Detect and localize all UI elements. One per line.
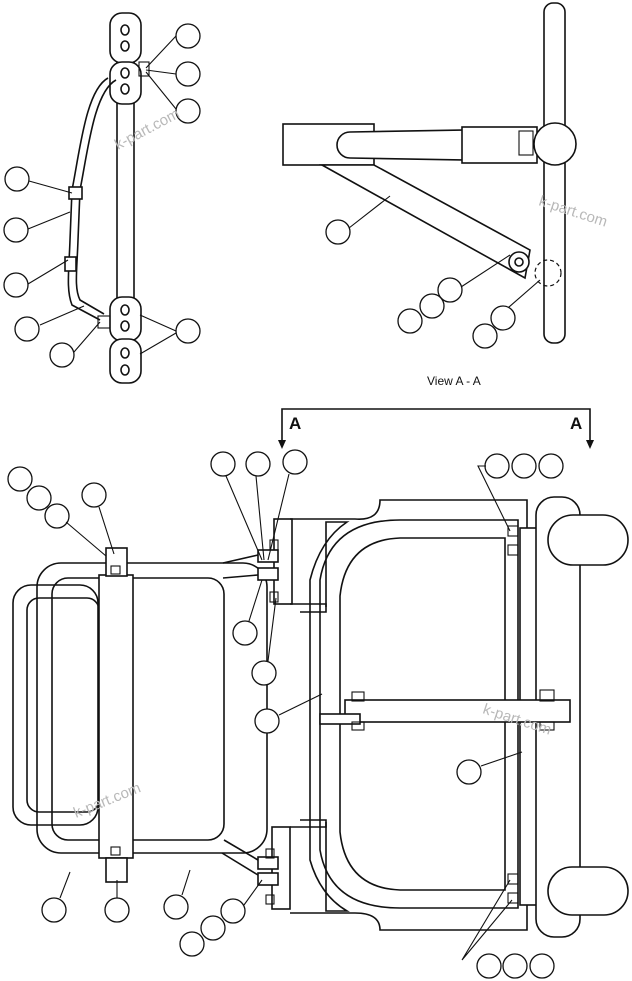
watermark-text: k-part.com	[537, 193, 610, 231]
plan-view	[12, 496, 629, 938]
view-title: View A - A	[427, 374, 481, 388]
section-marker-right: A	[570, 414, 582, 433]
side-view	[64, 12, 150, 384]
watermark-text: k-part.com	[112, 105, 183, 153]
callout-balloons	[3, 23, 564, 979]
section-marker-left: A	[289, 414, 301, 433]
view-a-a-drawing: View A - A	[282, 2, 577, 388]
section-line: A A	[278, 408, 594, 449]
